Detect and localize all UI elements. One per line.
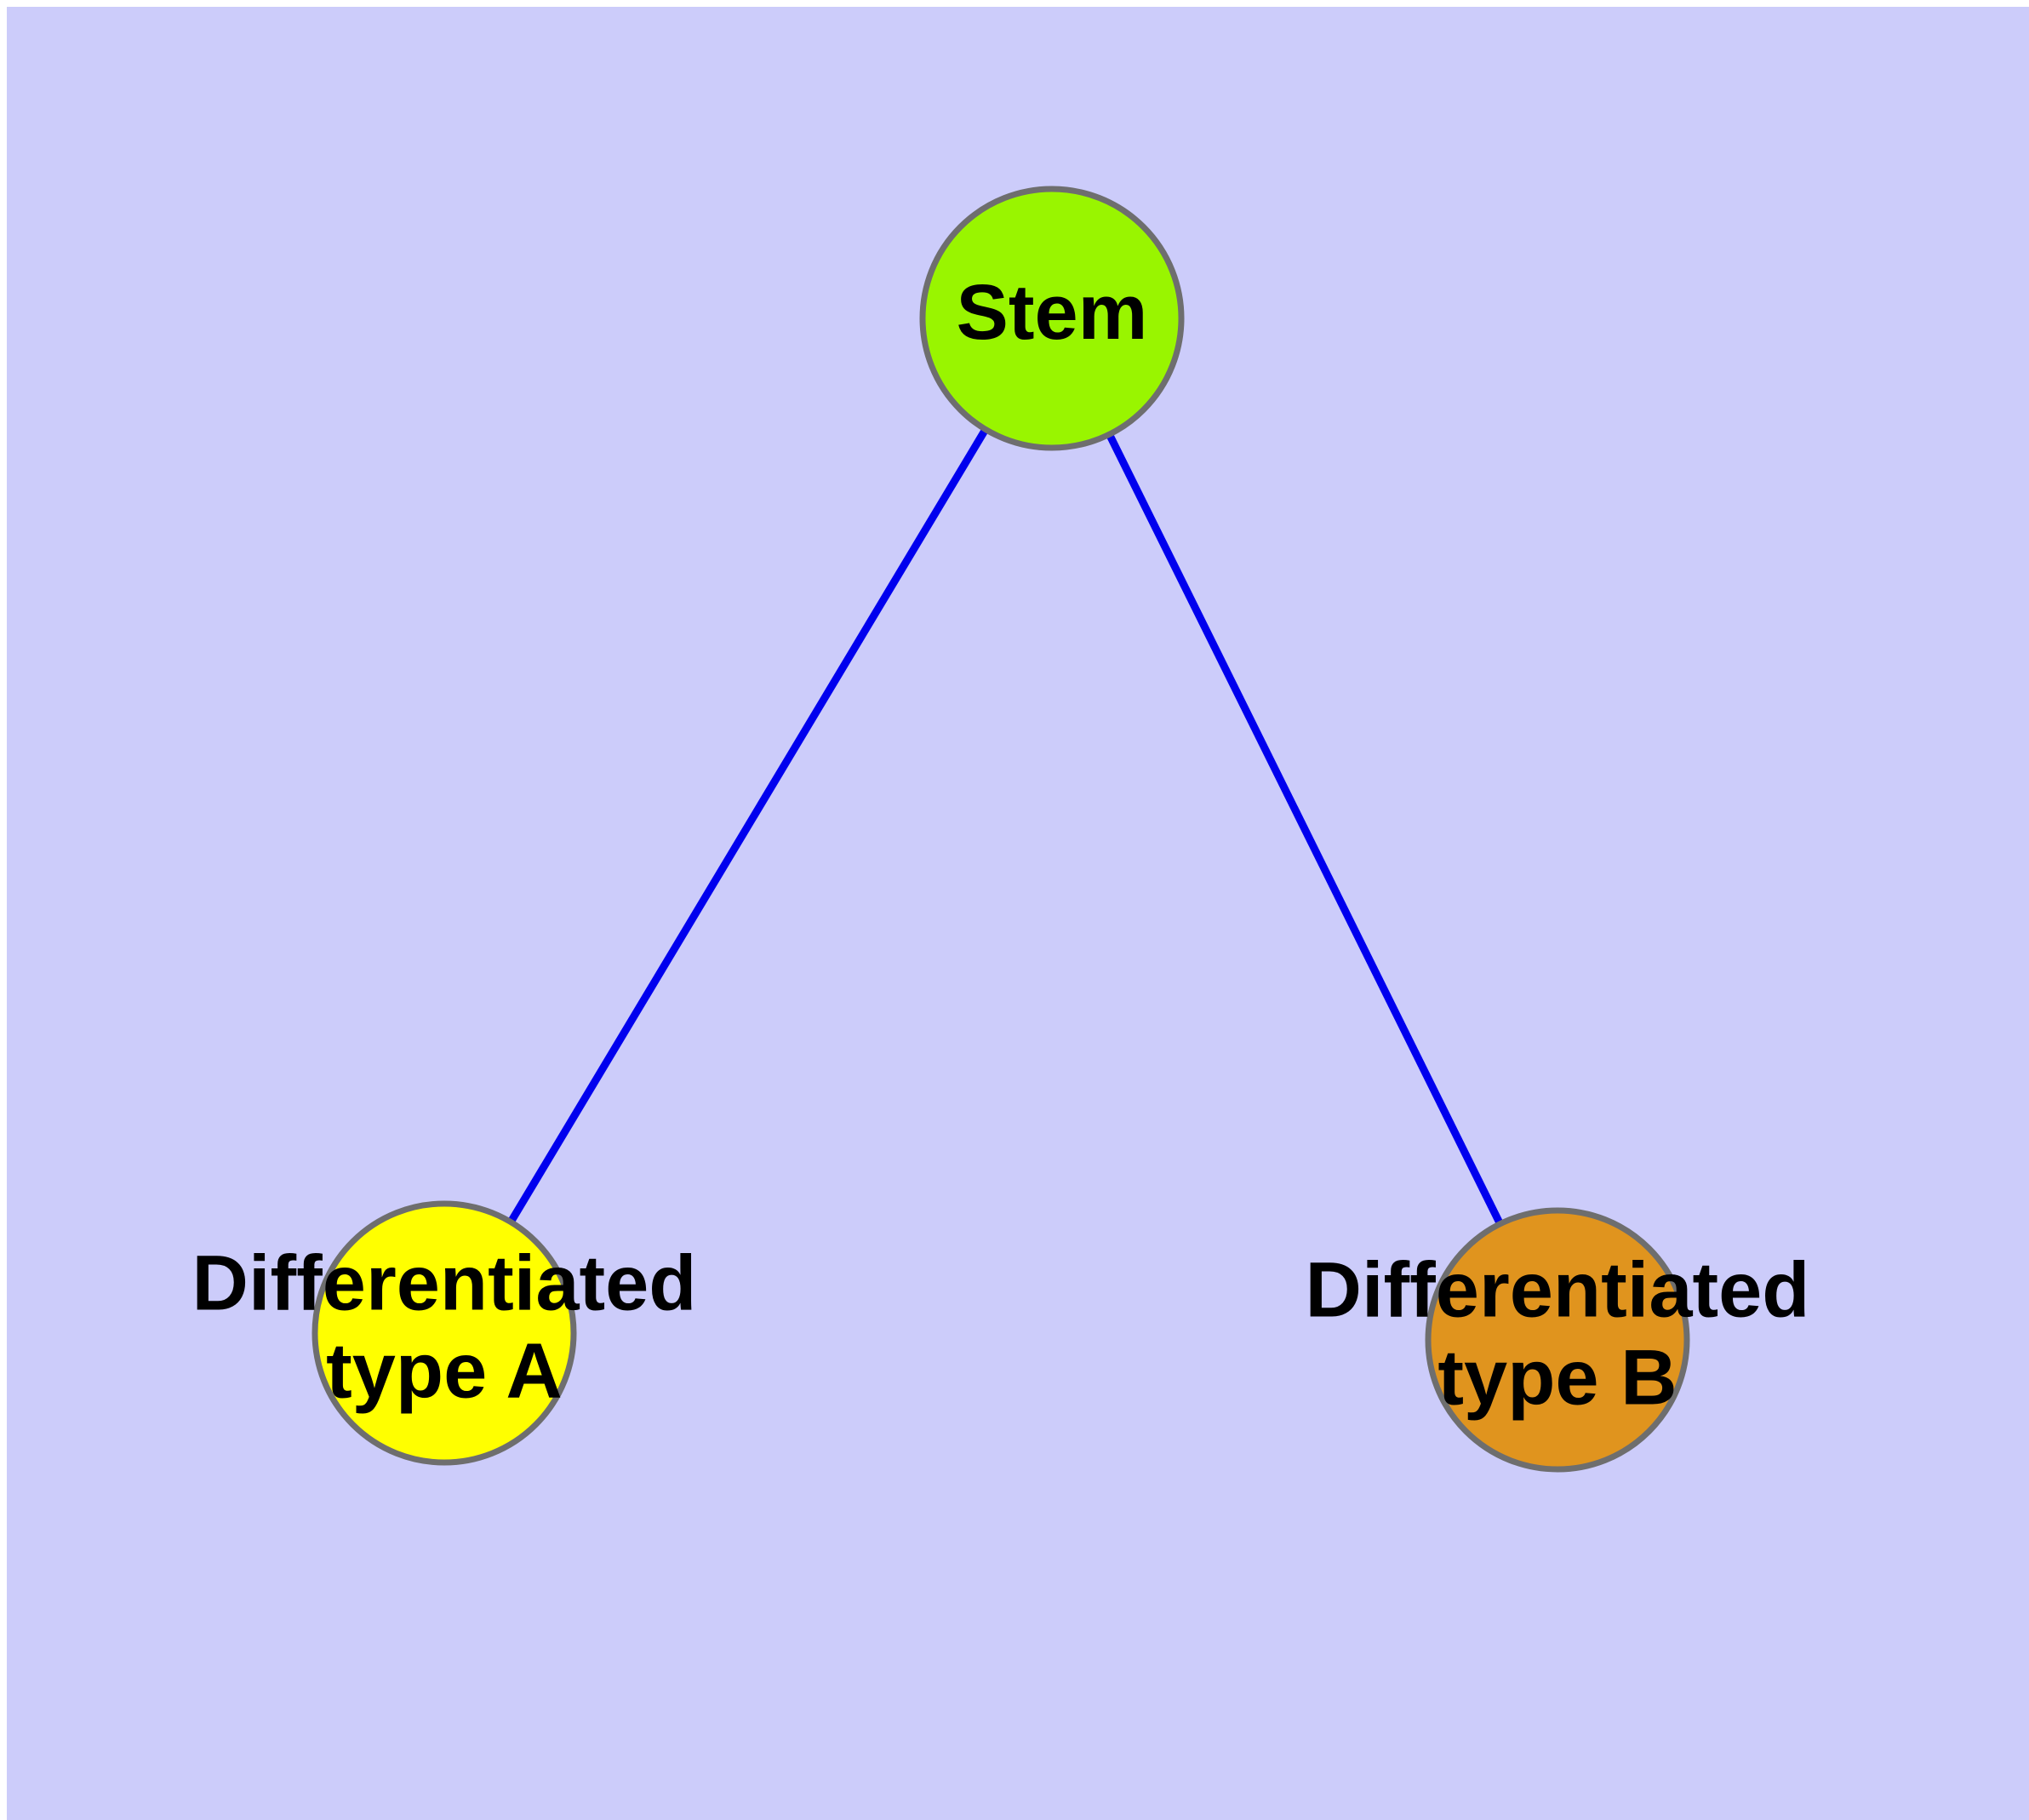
node-differentiated-b[interactable] [1425, 1207, 1690, 1473]
edge-stem-to-differentiated-a[interactable] [507, 427, 989, 1224]
node-layer [311, 186, 1690, 1473]
node-stem-label: Stem [957, 269, 1148, 356]
node-stem-circle[interactable] [919, 186, 1185, 451]
node-differentiated-b-circle[interactable] [1425, 1207, 1690, 1473]
node-differentiated-a[interactable] [311, 1200, 577, 1466]
edge-stem-to-differentiated-b[interactable] [1106, 432, 1504, 1226]
edge-layer [507, 427, 1504, 1226]
node-differentiated-a-circle[interactable] [311, 1200, 577, 1466]
node-stem[interactable] [919, 186, 1185, 451]
